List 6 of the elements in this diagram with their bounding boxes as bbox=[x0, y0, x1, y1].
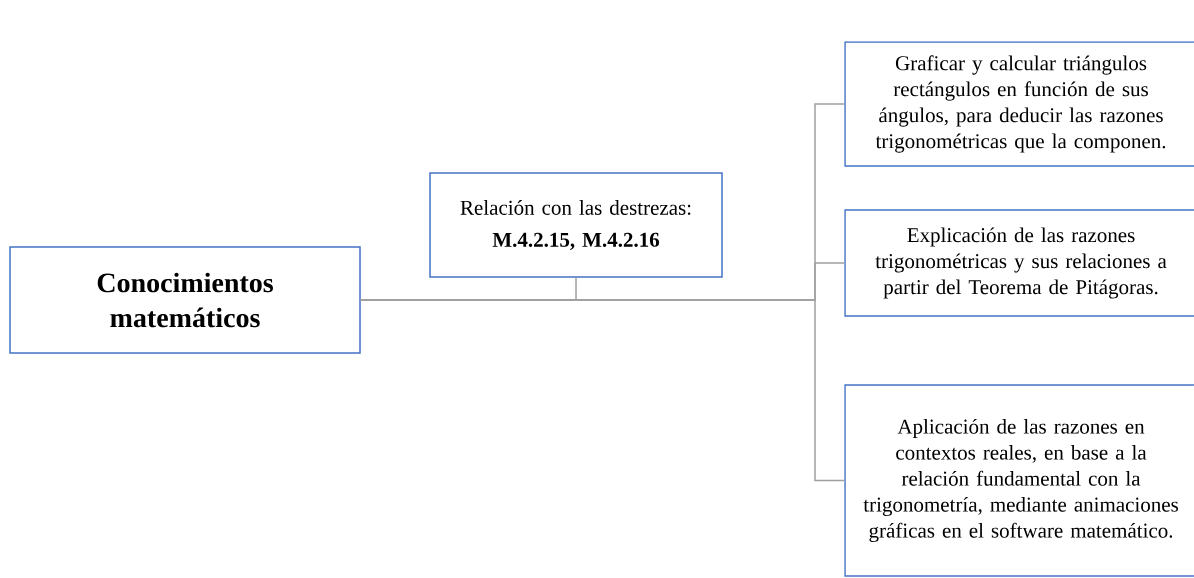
description-box: Explicación de las razones trigonométricas y sus relaciones a partir del Teorema de Pitágoras. bbox=[844, 209, 1194, 317]
description-box: Aplicación de las razones en contextos reales, en base a la relación fundamental con la trigonometría, mediante animaciones gráficas en el software matemático. bbox=[844, 384, 1194, 577]
topic-box: Conocimientos matemáticos bbox=[9, 246, 361, 354]
description-box: Graficar y calcular triángulos rectángulos en función de sus ángulos, para deducir las razones trigonométricas que la componen. bbox=[844, 41, 1194, 167]
skills-box: Relación con las destrezas: M.4.2.15, M.4.2.16 bbox=[429, 172, 723, 278]
connector-line bbox=[360, 299, 845, 482]
